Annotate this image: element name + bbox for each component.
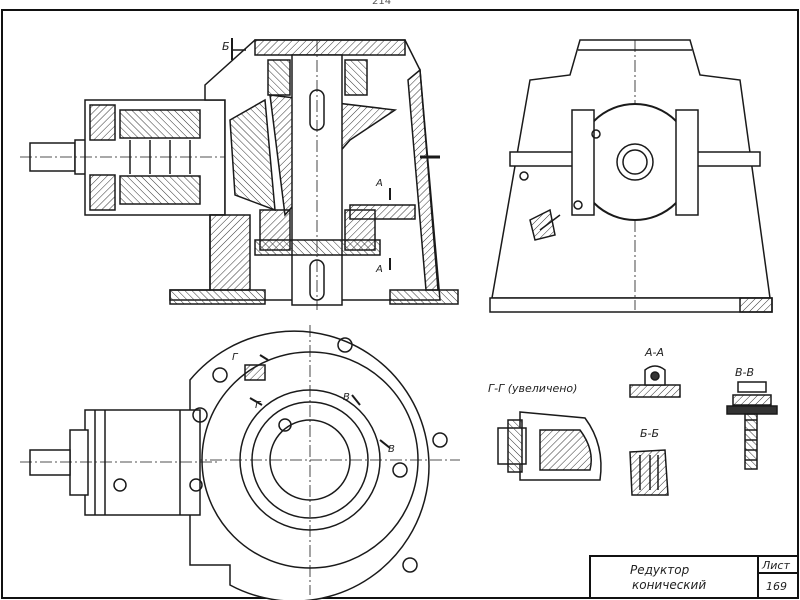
side-view bbox=[489, 39, 773, 313]
front-section-view bbox=[20, 38, 459, 310]
sheet-number: 169 bbox=[766, 580, 787, 593]
section-bb-title: Б-Б bbox=[640, 427, 659, 440]
plan-input-housing bbox=[84, 409, 201, 516]
section-aa-detail bbox=[629, 365, 681, 398]
title-block bbox=[589, 555, 799, 599]
section-mark-a-top: А bbox=[375, 178, 383, 189]
section-vv-title: В-В bbox=[735, 366, 754, 379]
section-gg-detail bbox=[497, 411, 602, 481]
section-mark-v-bottom: В bbox=[388, 444, 395, 455]
plan-view bbox=[20, 325, 460, 600]
section-gg-title: Г-Г (увеличено) bbox=[488, 382, 577, 395]
section-mark-g-bottom: Г bbox=[255, 400, 262, 411]
section-vv-detail bbox=[726, 381, 778, 470]
page-number: 214 bbox=[372, 0, 392, 7]
drawing-title-line2: конический bbox=[632, 578, 706, 592]
section-mark-a-bottom: А bbox=[375, 264, 383, 275]
section-mark-v-top: В bbox=[343, 392, 350, 403]
sheet-frame bbox=[1, 9, 799, 599]
section-bb-detail bbox=[629, 449, 669, 496]
drawing-title-line1: Редуктор bbox=[630, 563, 690, 577]
section-mark-g-top: Г bbox=[232, 352, 239, 363]
section-mark-b: Б bbox=[222, 40, 230, 53]
sheet-label: Лист bbox=[761, 559, 790, 572]
section-aa-title: А-А bbox=[644, 346, 664, 359]
